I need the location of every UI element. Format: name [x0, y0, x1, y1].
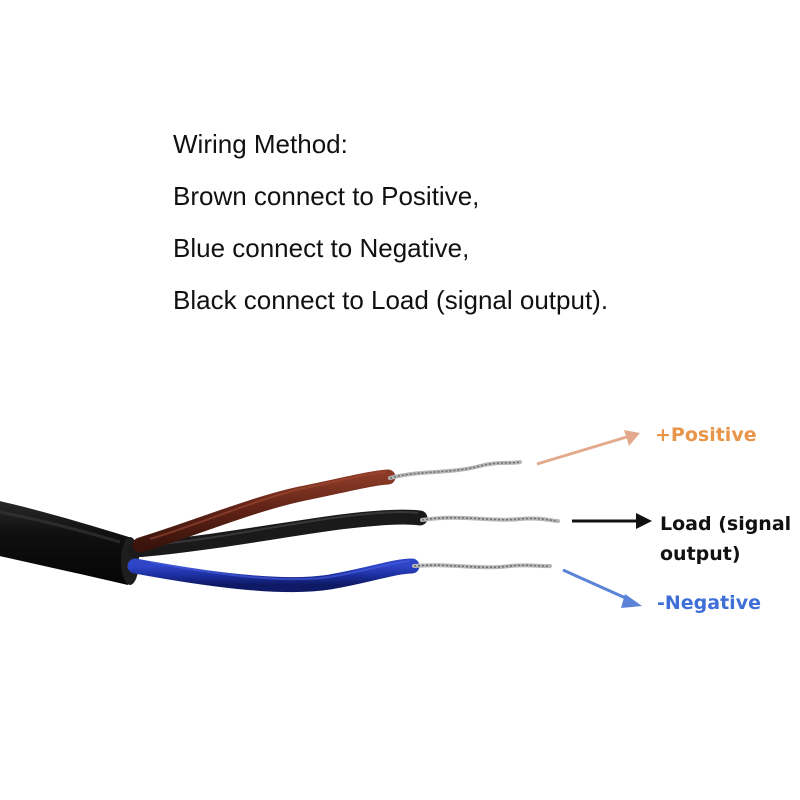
- cable-jacket: [0, 501, 139, 585]
- instruction-black: Black connect to Load (signal output).: [173, 285, 609, 315]
- load-label-line2: output): [660, 543, 741, 565]
- instruction-blue: Blue connect to Negative,: [173, 233, 470, 263]
- positive-label: +Positive: [655, 424, 757, 446]
- wiring-instructions: Wiring Method: Brown connect to Positive…: [173, 118, 773, 326]
- negative-label: -Negative: [657, 592, 761, 614]
- instruction-brown: Brown connect to Positive,: [173, 181, 480, 211]
- positive-arrow: [536, 430, 640, 466]
- load-label: Load (signal output): [660, 509, 791, 569]
- load-label-line1: Load (signal: [660, 513, 792, 535]
- negative-arrow: [562, 568, 642, 608]
- blue-wire: [127, 558, 552, 593]
- instructions-heading: Wiring Method:: [173, 129, 348, 159]
- load-arrow: [572, 513, 652, 529]
- brown-wire: [132, 460, 522, 553]
- black-wire: [127, 509, 560, 558]
